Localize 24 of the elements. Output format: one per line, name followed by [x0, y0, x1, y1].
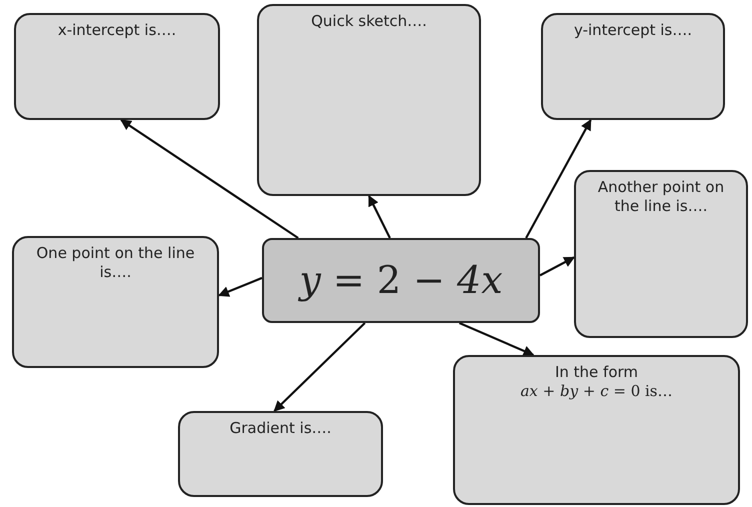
prompt-text: One point on the line is…. [35, 244, 196, 282]
answer-box [541, 13, 725, 120]
prompt-text: In the form [554, 363, 640, 382]
arrow [218, 276, 262, 297]
arrow [458, 322, 534, 356]
prompt-text: y-intercept is…. [572, 21, 694, 40]
arrow [120, 119, 299, 239]
prompt-text: Another point on the line is…. [596, 178, 726, 216]
arrow [368, 195, 391, 238]
equation: ax + by + c = 0 is… [519, 382, 674, 400]
equation: y = 2 − 4x [299, 256, 503, 304]
prompt-text: Quick sketch…. [310, 12, 428, 31]
answer-box [257, 4, 481, 196]
answer-box [574, 170, 748, 338]
answer-box [453, 355, 740, 505]
prompt-text: x-intercept is…. [56, 21, 178, 40]
answer-box [14, 13, 220, 120]
prompt-text: Gradient is…. [228, 419, 332, 438]
equation-box [262, 238, 540, 323]
answer-box [178, 411, 383, 497]
arrow [274, 322, 366, 412]
answer-box [12, 236, 219, 368]
arrow [539, 256, 575, 276]
arrow [525, 119, 592, 239]
